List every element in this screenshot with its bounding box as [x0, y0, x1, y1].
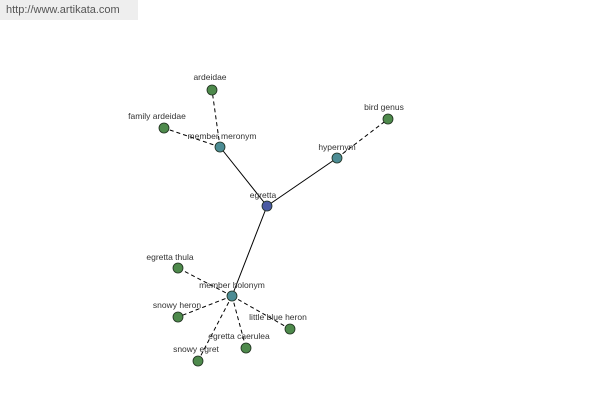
node-circle-ardeidae[interactable]: [206, 84, 218, 96]
node-circle-egretta[interactable]: [261, 200, 273, 212]
node-label-hypernym[interactable]: hypernym: [318, 142, 355, 152]
edge-member-meronym-to-family-ardeidae: [163, 127, 221, 148]
node-egretta[interactable]: egretta: [250, 190, 277, 212]
node-circle-egretta-caerulea[interactable]: [240, 342, 252, 354]
node-circle-hypernym[interactable]: [331, 152, 343, 164]
node-circle-little-blue-heron[interactable]: [284, 323, 296, 335]
node-snowy-egret[interactable]: snowy egret: [173, 344, 220, 367]
node-bird-genus[interactable]: bird genus: [364, 102, 404, 125]
node-label-egretta-thula[interactable]: egretta thula: [146, 252, 194, 262]
node-label-snowy-heron[interactable]: snowy heron: [153, 300, 201, 310]
node-label-member-holonym[interactable]: member holonym: [199, 280, 265, 290]
node-hypernym[interactable]: hypernym: [318, 142, 356, 164]
node-label-little-blue-heron[interactable]: little blue heron: [249, 312, 307, 322]
node-snowy-heron[interactable]: snowy heron: [153, 300, 201, 323]
edge-egretta-to-hypernym: [266, 157, 338, 207]
node-circle-snowy-egret[interactable]: [192, 355, 204, 367]
nodes-layer: egretta member meronym hypernym member holo…: [128, 72, 404, 367]
edge-egretta-to-member-holonym: [231, 205, 268, 297]
node-label-ardeidae[interactable]: ardeidae: [193, 72, 226, 82]
node-label-member-meronym[interactable]: member meronym: [188, 131, 257, 141]
edge-member-meronym-to-ardeidae: [211, 89, 221, 148]
node-egretta-caerulea[interactable]: egretta caerulea: [208, 331, 270, 354]
node-label-family-ardeidae[interactable]: family ardeidae: [128, 111, 186, 121]
node-member-meronym[interactable]: member meronym: [188, 131, 257, 153]
edges-layer: [163, 89, 389, 362]
node-family-ardeidae[interactable]: family ardeidae: [128, 111, 186, 134]
edge-egretta-to-member-meronym: [219, 146, 268, 207]
node-circle-family-ardeidae[interactable]: [158, 122, 170, 134]
node-little-blue-heron[interactable]: little blue heron: [249, 312, 307, 335]
node-member-holonym[interactable]: member holonym: [199, 280, 265, 302]
node-label-bird-genus[interactable]: bird genus: [364, 102, 404, 112]
edge-member-holonym-to-snowy-egret: [197, 295, 233, 362]
node-label-egretta-caerulea[interactable]: egretta caerulea: [208, 331, 270, 341]
edge-hypernym-to-bird-genus: [336, 118, 389, 159]
node-label-snowy-egret[interactable]: snowy egret: [173, 344, 219, 354]
node-circle-bird-genus[interactable]: [382, 113, 394, 125]
node-circle-snowy-heron[interactable]: [172, 311, 184, 323]
node-label-egretta[interactable]: egretta: [250, 190, 277, 200]
node-ardeidae[interactable]: ardeidae: [193, 72, 227, 96]
edge-member-holonym-to-snowy-heron: [177, 295, 233, 318]
node-circle-egretta-thula[interactable]: [172, 262, 184, 274]
node-circle-member-meronym[interactable]: [214, 141, 226, 153]
edge-member-holonym-to-egretta-thula: [177, 267, 233, 297]
node-egretta-thula[interactable]: egretta thula: [146, 252, 194, 274]
url-link[interactable]: http://www.artikata.com: [0, 0, 138, 20]
edge-member-holonym-to-egretta-caerulea: [231, 295, 247, 349]
node-circle-member-holonym[interactable]: [226, 290, 238, 302]
